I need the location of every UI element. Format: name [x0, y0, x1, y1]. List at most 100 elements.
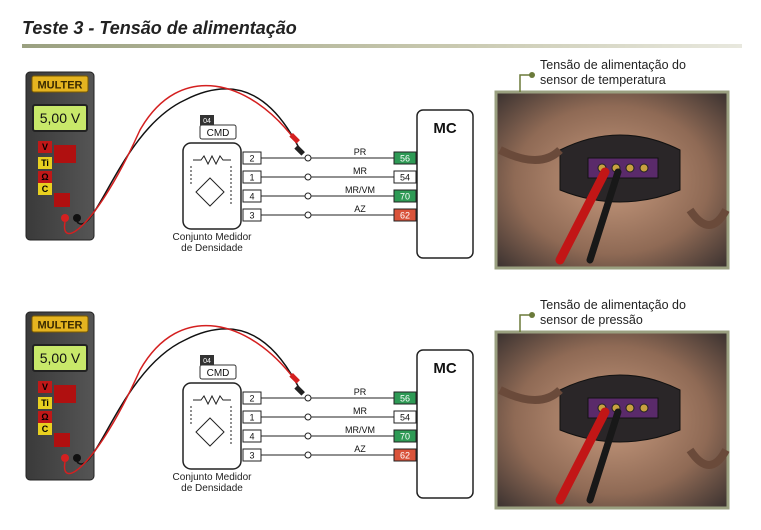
- jack-black: [73, 454, 81, 462]
- sensor-block: [182, 142, 242, 230]
- wire-terminal: [304, 173, 312, 181]
- probe-tip-black: [294, 385, 305, 396]
- connector-code: 04: [203, 118, 211, 125]
- caption-bullet: [529, 72, 535, 78]
- mode-key-label: C: [42, 184, 49, 194]
- bridge-symbol: [195, 417, 225, 447]
- jack-red: [61, 454, 69, 462]
- module-pin-tag: [393, 429, 417, 443]
- module-label: MC: [433, 120, 456, 137]
- connector-code: 04: [203, 358, 211, 365]
- connector-terminal: [625, 163, 635, 173]
- mode-key-2: [38, 411, 52, 423]
- module-pin-tag: [393, 448, 417, 462]
- display-screen: [32, 344, 88, 372]
- resistor-symbol: [193, 394, 231, 406]
- module-pin-tag: [393, 391, 417, 405]
- jack-red: [61, 214, 69, 222]
- wire-terminal: [304, 192, 312, 200]
- jack-black: [73, 214, 81, 222]
- mode-key-0: [38, 381, 52, 393]
- connector-terminal: [625, 403, 635, 413]
- connector-terminal: [639, 403, 649, 413]
- wire-terminal: [304, 432, 312, 440]
- sensor-internal-lines: [190, 406, 232, 446]
- wire-color-code: MR/VM: [345, 425, 375, 435]
- caption-line: sensor de temperatura: [540, 73, 666, 87]
- photo-frame: [494, 90, 730, 270]
- connector-code-tag: [200, 355, 214, 365]
- probe-tip-red: [289, 133, 300, 144]
- connector-name: CMD: [207, 368, 230, 379]
- module-pin-tag: [393, 170, 417, 184]
- connector-name: CMD: [207, 128, 230, 139]
- connector-name-box: [199, 364, 237, 380]
- connector-pin-number: 4: [249, 192, 254, 202]
- mode-key-1: [38, 157, 52, 169]
- connector-pin-number: 2: [249, 154, 254, 164]
- photo-panel: [494, 90, 730, 270]
- module-label: MC: [433, 360, 456, 377]
- mode-key-label: V: [42, 382, 48, 392]
- photo-fingers: [498, 146, 730, 229]
- mode-key-3: [38, 423, 52, 435]
- module-pin-number: 70: [400, 432, 410, 442]
- module-pin-tag: [393, 151, 417, 165]
- sensor-internal-lines: [190, 166, 232, 206]
- wire-terminal: [304, 211, 312, 219]
- brand-label: MULTER: [37, 320, 82, 332]
- wire-terminal: [304, 451, 312, 459]
- module-pin-number: 70: [400, 192, 410, 202]
- display-reading: 5,00 V: [40, 110, 81, 126]
- page-title: Teste 3 - Tensão de alimentação: [22, 18, 297, 38]
- mode-key-label: Ω: [41, 412, 48, 422]
- photo-fingers: [498, 386, 730, 469]
- connector-pin-number: 3: [249, 211, 254, 221]
- range-block-small: [54, 193, 70, 207]
- mode-key-label: Ti: [41, 398, 49, 408]
- module-pin-number: 56: [400, 394, 410, 404]
- photo-probe-black: [586, 408, 622, 504]
- title-rule: [22, 44, 742, 48]
- wire-color-code: AZ: [354, 204, 366, 214]
- mode-key-label: C: [42, 424, 49, 434]
- wire-color-code: PR: [354, 387, 367, 397]
- module-pin-number: 62: [400, 211, 410, 221]
- lead-red: [63, 84, 296, 235]
- probe-leads: [63, 324, 305, 475]
- module-box: [416, 349, 474, 499]
- sensor-label-line1: Conjunto Medidor: [173, 472, 253, 483]
- caption-bullet: [529, 312, 535, 318]
- mode-key-2: [38, 171, 52, 183]
- probe-tip-black: [294, 145, 305, 156]
- module-box: [416, 109, 474, 259]
- sensor-block: [182, 382, 242, 470]
- photo-probe-black: [586, 168, 622, 264]
- module-pin-number: 54: [400, 413, 410, 423]
- wire-color-code: PR: [354, 147, 367, 157]
- photo-panel: [494, 330, 730, 510]
- caption-leader: [519, 314, 532, 332]
- probe-tip-red: [289, 373, 300, 384]
- photo-probe-red: [555, 167, 610, 265]
- mode-key-label: V: [42, 142, 48, 152]
- connector-pin-number: 4: [249, 432, 254, 442]
- mode-key-1: [38, 397, 52, 409]
- wire-terminal: [304, 154, 312, 162]
- mode-key-3: [38, 183, 52, 195]
- range-block: [54, 145, 76, 163]
- connector-pin-number: 1: [249, 173, 254, 183]
- connector-pin-number: 2: [249, 394, 254, 404]
- range-block: [54, 385, 76, 403]
- mode-key-label: Ω: [41, 172, 48, 182]
- wire-terminal: [304, 413, 312, 421]
- sensor-label-line1: Conjunto Medidor: [173, 232, 253, 243]
- module-pin-number: 62: [400, 451, 410, 461]
- mode-key-0: [38, 141, 52, 153]
- brand-plate: [31, 75, 89, 93]
